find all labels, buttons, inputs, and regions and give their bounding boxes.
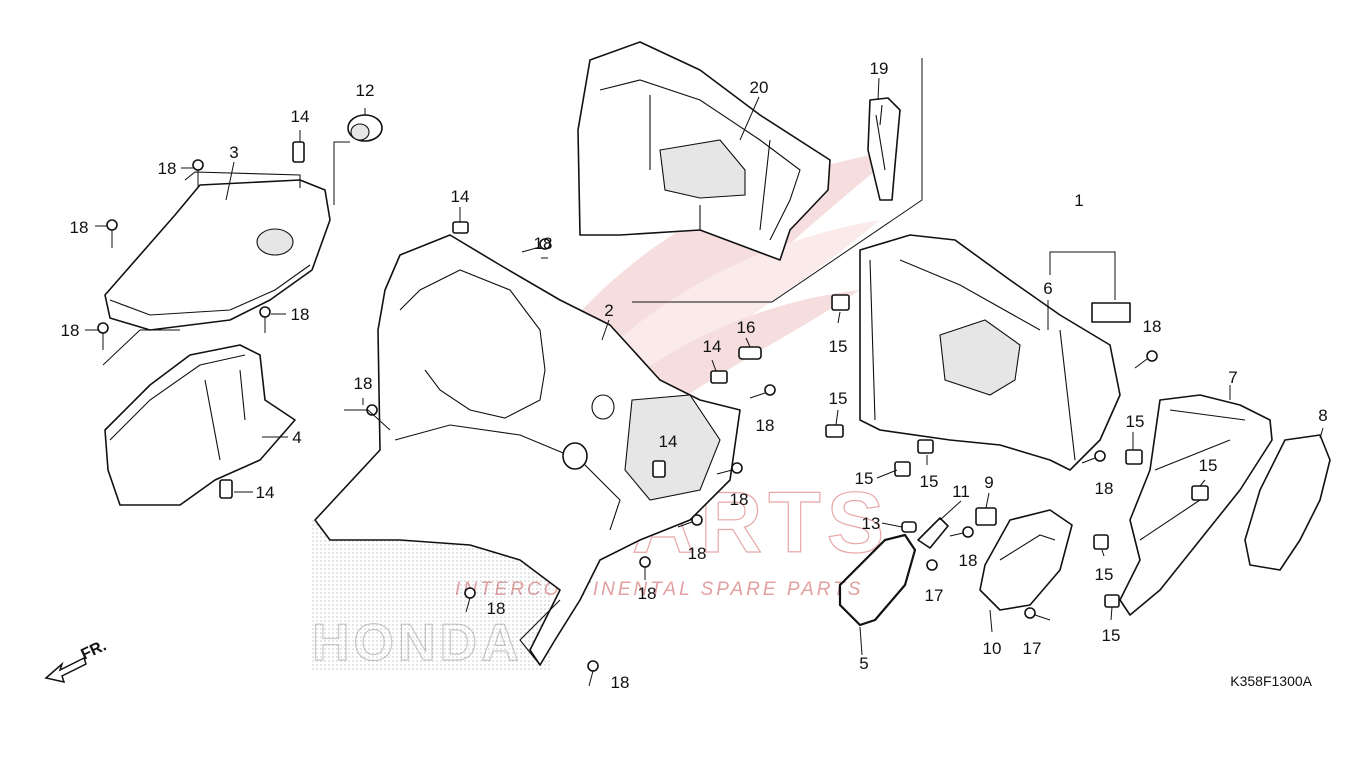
screw-icon <box>1024 607 1051 621</box>
part-1-label-plate <box>1091 302 1131 323</box>
callout-label: 17 <box>925 586 944 605</box>
callout-label: 18 <box>756 416 775 435</box>
callout-label: 18 <box>291 305 310 324</box>
callout-label: 14 <box>256 483 275 502</box>
callout-label: 18 <box>1143 317 1162 336</box>
screw-icon <box>259 306 271 333</box>
callout-label: 7 <box>1228 368 1237 387</box>
callout-label: 16 <box>737 318 756 337</box>
part-2-inner-cover <box>314 234 741 666</box>
screw-icon <box>926 559 938 571</box>
callout-label: 5 <box>859 654 868 673</box>
front-direction-arrow: FR. <box>44 637 110 684</box>
part-3-upper-tray <box>104 171 331 331</box>
bolt-icon <box>738 346 762 360</box>
callout-label: 18 <box>688 544 707 563</box>
clip-icon <box>452 221 469 234</box>
screw-icon <box>949 526 974 538</box>
clip-icon <box>292 141 305 163</box>
clip-icon <box>1104 594 1120 608</box>
callout-label: 2 <box>604 301 613 320</box>
callout-label: 18 <box>158 159 177 178</box>
screw-icon <box>1081 450 1106 464</box>
callout-label: 10 <box>983 639 1002 658</box>
clip-icon <box>917 439 934 454</box>
callout-label: 14 <box>291 107 310 126</box>
clip-icon <box>894 461 911 477</box>
callout-label: 17 <box>1023 639 1042 658</box>
clip-icon <box>825 424 844 438</box>
callout-label: 14 <box>659 432 678 451</box>
part-7-side-cover <box>1119 394 1273 616</box>
callout-label: 18 <box>959 551 978 570</box>
callout-label: 18 <box>70 218 89 237</box>
callout-label: 18 <box>638 584 657 603</box>
callout-label: 18 <box>730 490 749 509</box>
part-12-grommet <box>347 114 383 142</box>
screw-icon <box>639 556 651 580</box>
screw-icon <box>464 587 476 613</box>
part-10-small-lid <box>979 509 1073 611</box>
callout-label: 12 <box>356 81 375 100</box>
clip-icon <box>831 294 850 311</box>
screw-icon <box>106 219 118 248</box>
clip-icon <box>1093 534 1109 550</box>
screw-icon <box>587 660 599 687</box>
callout-label: 15 <box>829 337 848 356</box>
screw-icon <box>97 322 109 350</box>
callout-label: 11 <box>952 482 970 501</box>
clip-icon <box>1125 449 1143 465</box>
screw-icon <box>716 462 743 475</box>
callout-label: 15 <box>1126 412 1145 431</box>
bracket-icon <box>917 517 949 549</box>
callout-label: 15 <box>855 469 874 488</box>
callout-label: 14 <box>703 337 722 356</box>
clip-icon <box>1191 485 1209 501</box>
callout-label: 18 <box>611 673 630 692</box>
callout-label: 15 <box>1102 626 1121 645</box>
callout-label: 19 <box>870 59 889 78</box>
direction-label: FR. <box>79 637 110 663</box>
part-6-right-cover <box>859 234 1121 471</box>
callout-label: 18 <box>487 599 506 618</box>
callout-label: 15 <box>1095 565 1114 584</box>
callout-label: 18 <box>534 234 553 253</box>
part-8-right-lid <box>1244 434 1331 571</box>
callout-label: 13 <box>862 514 881 533</box>
part-19-bracket <box>867 97 901 201</box>
callout-label: 3 <box>229 143 238 162</box>
callout-labels: 20 19 12 14 3 18 18 18 18 4 14 14 18 2 1… <box>61 59 1328 692</box>
screw-icon <box>192 159 204 188</box>
part-5-wire-frame <box>838 533 917 627</box>
clip-icon <box>219 479 233 499</box>
hardware <box>97 141 1209 687</box>
callout-label: 8 <box>1318 406 1327 425</box>
callout-label: 1 <box>1074 191 1083 210</box>
clip-icon <box>652 460 666 478</box>
callout-label: 18 <box>1095 479 1114 498</box>
screw-icon <box>521 238 551 253</box>
callout-label: 15 <box>920 472 939 491</box>
callout-label: 9 <box>984 473 993 492</box>
callout-label: 20 <box>750 78 769 97</box>
diagram-code: K358F1300A <box>1230 673 1312 689</box>
callout-label: 6 <box>1043 279 1052 298</box>
callout-label: 18 <box>61 321 80 340</box>
part-4-lower-box <box>104 344 296 506</box>
screw-icon <box>677 514 703 528</box>
callout-label: 14 <box>451 187 470 206</box>
callout-label: 15 <box>829 389 848 408</box>
screw-icon <box>1134 350 1158 369</box>
part-20-inner-panel <box>577 41 831 261</box>
clip-icon <box>975 507 997 526</box>
leader-lines <box>85 58 1324 656</box>
callout-label: 15 <box>1199 456 1218 475</box>
callout-label: 4 <box>292 428 301 447</box>
grommet-icon <box>901 521 917 533</box>
screw-icon <box>749 384 776 399</box>
callout-label: 18 <box>354 374 373 393</box>
clip-icon <box>710 370 728 384</box>
